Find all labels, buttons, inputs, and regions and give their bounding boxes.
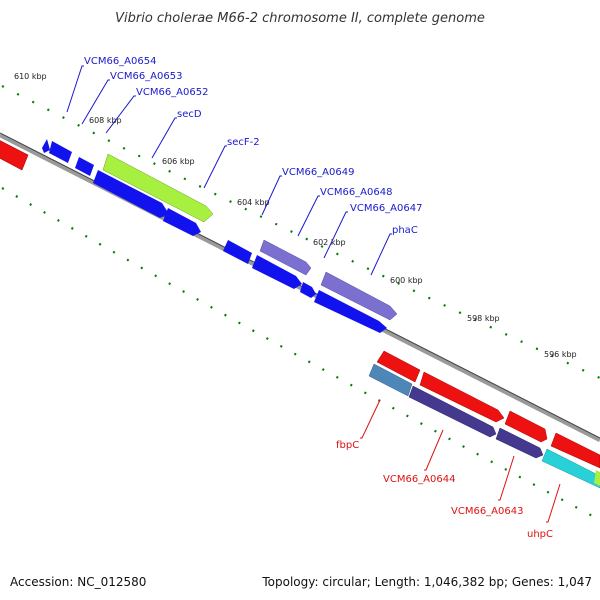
gene-label-fbpC[interactable]: fbpC xyxy=(336,440,359,451)
inner-tick-track xyxy=(1,187,600,521)
tick-label: 604 kbp xyxy=(237,198,270,207)
gene-VCM66_A0644[interactable] xyxy=(408,385,497,438)
gene-label-a0644[interactable]: VCM66_A0644 xyxy=(383,474,455,485)
tick-label: 602 kbp xyxy=(313,238,346,247)
gene-blue-a0652[interactable] xyxy=(75,157,94,176)
tick-label: 608 kbp xyxy=(89,116,122,125)
gene-label-uhpC[interactable]: uhpC xyxy=(527,529,553,540)
accession-text: Accession: NC_012580 xyxy=(10,575,146,589)
gene-label-a0648[interactable]: VCM66_A0648 xyxy=(320,187,392,198)
gene-red-left[interactable] xyxy=(0,138,29,171)
chromosome-backbone-edge xyxy=(0,132,600,439)
gene-secD[interactable] xyxy=(102,153,214,223)
summary-text: Topology: circular; Length: 1,046,382 bp… xyxy=(261,575,592,589)
gene-label-secF-2[interactable]: secF-2 xyxy=(227,137,260,148)
gene-green-edge[interactable] xyxy=(594,470,600,486)
gene-VCM66_A0643[interactable] xyxy=(495,427,544,459)
gene-red-4[interactable] xyxy=(550,432,600,469)
gene-blue-long-2[interactable] xyxy=(314,290,387,333)
gene-blue-a0653[interactable] xyxy=(49,141,72,163)
gene-phaC[interactable] xyxy=(320,271,398,321)
gene-label-a0652[interactable]: VCM66_A0652 xyxy=(136,87,208,98)
gene-blue-a0648[interactable] xyxy=(252,255,302,289)
gene-label-phaC[interactable]: phaC xyxy=(392,225,418,236)
gene-purple-a0647[interactable] xyxy=(259,239,312,276)
gene-label-a0649[interactable]: VCM66_A0649 xyxy=(282,167,354,178)
gene-red-2[interactable] xyxy=(419,371,505,423)
gene-uhpC[interactable] xyxy=(541,448,600,489)
forward-leaders xyxy=(66,65,392,276)
gene-blue-a0649[interactable] xyxy=(223,240,252,264)
tick-label: 600 kbp xyxy=(390,276,423,285)
gene-label-a0654[interactable]: VCM66_A0654 xyxy=(84,56,156,67)
gene-label-a0647[interactable]: VCM66_A0647 xyxy=(350,203,422,214)
tick-label: 598 kbp xyxy=(467,314,500,323)
map-title: Vibrio cholerae M66-2 chromosome II, com… xyxy=(115,11,485,26)
gene-secF-2[interactable] xyxy=(163,208,201,236)
tick-label: 596 kbp xyxy=(544,350,577,359)
chromosome-backbone xyxy=(0,132,600,443)
gene-fbpC[interactable] xyxy=(368,363,413,397)
tick-label: 610 kbp xyxy=(14,72,47,81)
gene-label-a0653[interactable]: VCM66_A0653 xyxy=(110,71,182,82)
gene-blue-a0654[interactable] xyxy=(42,139,50,153)
gene-red-1[interactable] xyxy=(376,350,421,383)
gene-label-secD[interactable]: secD xyxy=(177,109,202,120)
outer-tick-track xyxy=(1,85,600,379)
gene-red-3[interactable] xyxy=(504,410,548,443)
gene-blue-long-1[interactable] xyxy=(93,170,169,218)
reverse-leaders xyxy=(360,399,561,523)
tick-label: 606 kbp xyxy=(162,157,195,166)
gene-blue-small[interactable] xyxy=(300,282,316,298)
gene-label-a0643[interactable]: VCM66_A0643 xyxy=(451,506,523,517)
